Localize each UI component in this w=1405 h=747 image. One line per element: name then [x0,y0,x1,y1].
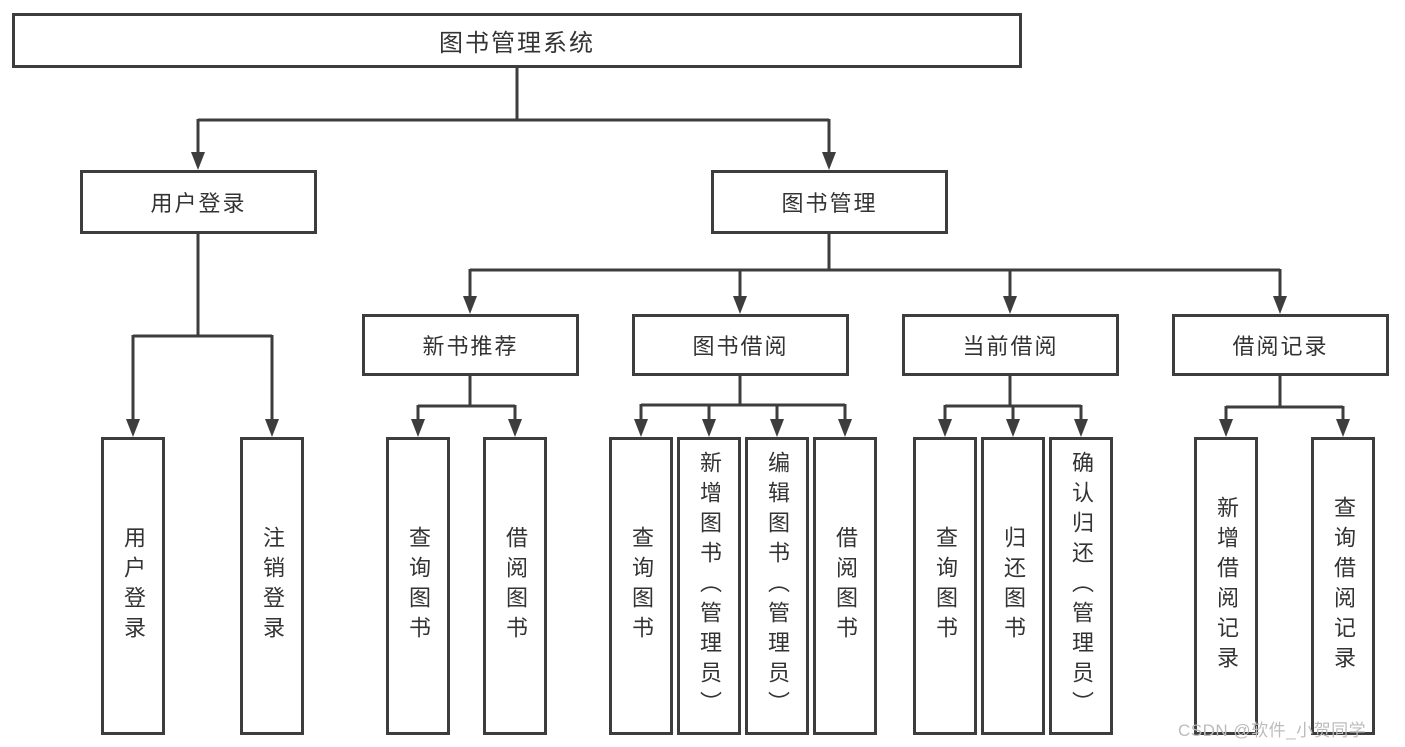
leaf-add-borrow-record-label: 新增借阅记录 [1214,496,1239,676]
leaf-query-books-recommend: 查询图书 [386,437,450,735]
node-current-borrow-label: 当前借阅 [962,334,1059,359]
leaf-borrow-books: 借阅图书 [813,437,877,735]
node-user-login: 用户登录 [80,170,317,234]
leaf-query-borrow-record-label: 查询借阅记录 [1331,496,1356,676]
leaf-add-borrow-record: 新增借阅记录 [1194,437,1258,735]
node-new-book-recommend: 新书推荐 [362,314,579,376]
leaf-confirm-return-admin: 确认归还（管理员） [1049,437,1113,735]
arrowheads-new-book-group [411,419,522,437]
connector-user-login-group [131,234,274,419]
csdn-watermark: CSDN @软件_小贺同学 [1178,721,1367,740]
connector-new-book-group [416,376,517,419]
leaf-user-login-label: 用户登录 [121,526,146,646]
connector-book-management-to-level3 [468,234,1282,296]
leaf-return-books-label: 归还图书 [1001,526,1026,646]
node-root-system: 图书管理系统 [12,13,1022,68]
leaf-query-borrow-record: 查询借阅记录 [1311,437,1375,735]
arrowheads-current-borrow-group [938,419,1088,437]
leaf-add-books-admin: 新增图书（管理员） [677,437,741,735]
leaf-borrow-books-label: 借阅图书 [833,526,858,646]
leaf-borrow-books-recommend-label: 借阅图书 [503,526,528,646]
leaf-edit-books-admin: 编辑图书（管理员） [745,437,809,735]
arrowheads-borrow-records-group [1219,419,1350,437]
node-borrow-records-label: 借阅记录 [1232,334,1329,359]
arrowheads-book-borrow-group [634,419,852,437]
node-book-management-label: 图书管理 [781,191,878,216]
node-new-book-recommend-label: 新书推荐 [422,334,519,359]
leaf-return-books: 归还图书 [981,437,1045,735]
leaf-query-books-current: 查询图书 [913,437,977,735]
node-borrow-records: 借阅记录 [1172,314,1389,376]
node-user-login-label: 用户登录 [150,191,247,216]
leaf-logout: 注销登录 [240,437,304,735]
leaf-edit-books-admin-label: 编辑图书（管理员） [765,451,790,721]
node-book-borrow: 图书借阅 [632,314,849,376]
node-book-management: 图书管理 [711,170,948,234]
leaf-borrow-books-recommend: 借阅图书 [483,437,547,735]
leaf-add-books-admin-label: 新增图书（管理员） [697,451,722,721]
arrowheads-level3 [463,296,1287,314]
leaf-logout-label: 注销登录 [260,526,285,646]
node-book-borrow-label: 图书借阅 [692,334,789,359]
leaf-query-books-borrow-label: 查询图书 [629,526,654,646]
leaf-query-books-current-label: 查询图书 [933,526,958,646]
leaf-query-books-borrow: 查询图书 [609,437,673,735]
connector-root-to-level2 [196,68,831,152]
arrowheads-user-login-group [126,419,279,437]
leaf-query-books-recommend-label: 查询图书 [406,526,431,646]
node-root-label: 图书管理系统 [439,30,595,57]
connector-book-borrow-group [639,376,847,419]
node-current-borrow: 当前借阅 [902,314,1119,376]
leaf-confirm-return-admin-label: 确认归还（管理员） [1069,451,1094,721]
arrowheads-level2 [191,152,836,170]
connector-borrow-records-group [1224,376,1345,419]
leaf-user-login: 用户登录 [101,437,165,735]
connector-current-borrow-group [943,376,1083,419]
